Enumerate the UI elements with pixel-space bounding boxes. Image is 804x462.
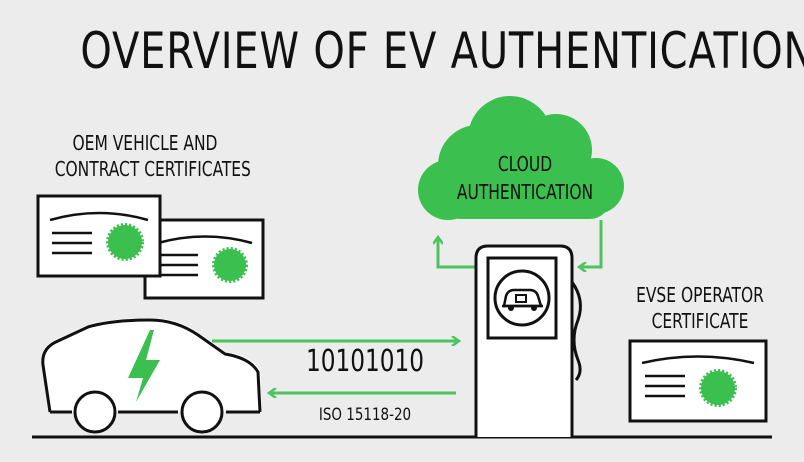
binary-data-label: 10101010 (305, 344, 425, 379)
evse-label-line-2: CERTIFICATE (651, 309, 749, 333)
oem-certificates-label: OEM VEHICLE AND CONTRACT CERTIFICATES (54, 130, 251, 182)
protocol-label: ISO 15118-20 (318, 405, 412, 425)
cloud-label-line-2: AUTHENTICATION (456, 180, 594, 204)
ev-plug-car-icon (493, 269, 551, 327)
certificate-seal-icon (699, 369, 737, 407)
lightning-bolt-icon (128, 330, 160, 402)
certificate-seal-icon (212, 247, 248, 283)
cloud-authentication-label: CLOUD AUTHENTICATION (435, 150, 616, 206)
charging-station-icon (474, 244, 582, 437)
arrow-cloud-to-charger (580, 220, 603, 267)
arrow-charger-to-cloud (438, 238, 476, 269)
oem-certificate-back (143, 218, 265, 300)
cloud-label-line-1: CLOUD (497, 152, 553, 176)
cloud-icon (418, 96, 624, 220)
oem-certificate-front (36, 194, 162, 278)
certificate-seal-icon (106, 223, 144, 261)
oem-label-line-2: CONTRACT CERTIFICATES (54, 157, 251, 181)
oem-label-line-1: OEM VEHICLE AND (72, 131, 218, 155)
evse-operator-certificate-label: EVSE OPERATOR CERTIFICATE (614, 282, 786, 334)
evse-label-line-1: EVSE OPERATOR (636, 283, 764, 307)
page-title: OVERVIEW OF EV AUTHENTICATION (80, 22, 804, 80)
car-icon (41, 318, 263, 434)
evse-certificate (628, 339, 768, 423)
